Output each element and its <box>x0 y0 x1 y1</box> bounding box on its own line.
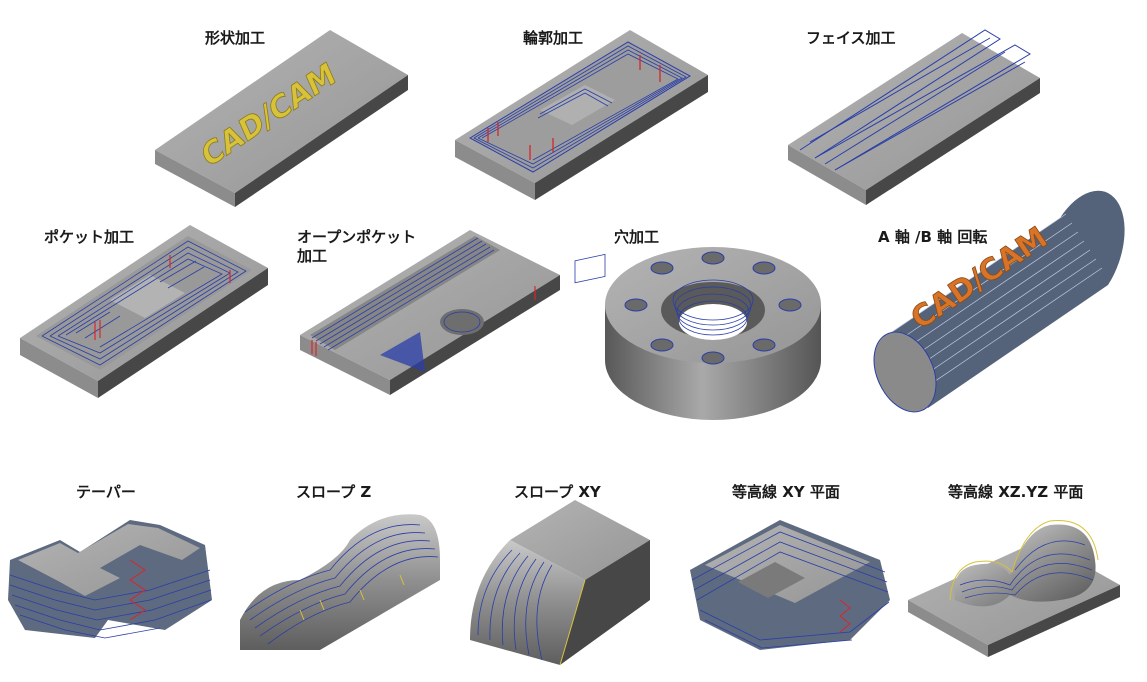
block-front <box>155 150 235 207</box>
block-front <box>20 338 98 398</box>
label-rotary: A 軸 /B 軸 回転 <box>878 228 988 246</box>
slopez-toolpath <box>244 524 439 645</box>
slopexy-top <box>510 500 650 580</box>
slopez-part <box>240 514 440 650</box>
contour-block <box>455 30 708 200</box>
block-side <box>390 275 560 395</box>
hole-ring <box>605 247 821 420</box>
block-top <box>300 230 560 380</box>
block-front <box>788 145 866 205</box>
contourxy-toolpath <box>691 531 890 649</box>
triangular-pocket <box>380 332 425 372</box>
block-front <box>300 335 390 395</box>
label-taper: テーパー <box>76 483 136 501</box>
gourd-toolpath <box>959 540 1094 599</box>
contourxy-part <box>690 520 890 650</box>
taper-ramp <box>129 559 146 621</box>
toolpath-lines <box>473 45 687 169</box>
block-top <box>155 30 408 193</box>
plunge-marks <box>311 286 536 356</box>
label-face: フェイス加工 <box>806 29 896 47</box>
openpocket-toolpath <box>311 237 606 351</box>
contourxy-top <box>705 525 870 603</box>
block-front <box>455 140 535 200</box>
slopexy-part <box>470 500 650 666</box>
bore-floor <box>679 304 747 340</box>
slopexy-side <box>560 540 650 665</box>
block-side <box>535 75 708 200</box>
shape-block: CAD/CAM <box>155 30 408 207</box>
round-pocket <box>440 309 484 335</box>
base-side <box>988 585 1120 657</box>
plunge-marks <box>94 255 231 340</box>
label-shape: 形状加工 <box>205 29 266 47</box>
contourxy-ramp <box>839 599 851 633</box>
cylinder-end <box>873 331 937 413</box>
label-contourxy: 等高線 XY 平面 <box>732 483 840 501</box>
openpocket-block <box>300 230 606 395</box>
plunge-marks <box>487 55 661 160</box>
contourxz-part <box>908 519 1120 657</box>
block-side <box>235 75 408 207</box>
slopexy-toolpath <box>477 549 553 661</box>
contourxy-slot <box>738 562 805 598</box>
label-contourxz: 等高線 XZ.YZ 平面 <box>948 483 1084 501</box>
pocket-block <box>20 225 268 398</box>
label-openpocket: オープンポケット 加工 <box>297 228 416 266</box>
block-side <box>98 268 268 398</box>
taper-toolpath <box>9 569 212 639</box>
block-top <box>788 33 1040 190</box>
label-openpocket-line1: オープンポケット <box>297 228 417 246</box>
label-slopez: スロープ Z <box>296 483 372 501</box>
bore-helix <box>672 279 754 336</box>
rotary-toolpath <box>885 213 1103 391</box>
slopez-body <box>240 514 440 650</box>
face-toolpath <box>799 29 1031 171</box>
base-front <box>908 600 988 657</box>
slopexy-edge <box>559 579 586 666</box>
label-pocket: ポケット加工 <box>44 228 135 246</box>
block-side <box>866 78 1040 205</box>
taper-top <box>18 524 200 596</box>
rotary-cylinder: CAD/CAM <box>873 190 1125 413</box>
cylinder-body <box>880 190 1125 408</box>
label-hole: 穴加工 <box>614 228 660 246</box>
face-block <box>788 29 1040 205</box>
bolt-holes <box>624 251 802 365</box>
gourd-outline <box>949 519 1099 601</box>
pocket-island <box>110 275 185 318</box>
taper-part <box>8 520 212 639</box>
slopez-ticks <box>299 574 405 621</box>
label-slopexy: スロープ XY <box>514 483 601 501</box>
gourd-body <box>954 524 1096 607</box>
label-openpocket-line2: 加工 <box>297 247 328 265</box>
label-contour: 輪郭加工 <box>523 29 584 47</box>
